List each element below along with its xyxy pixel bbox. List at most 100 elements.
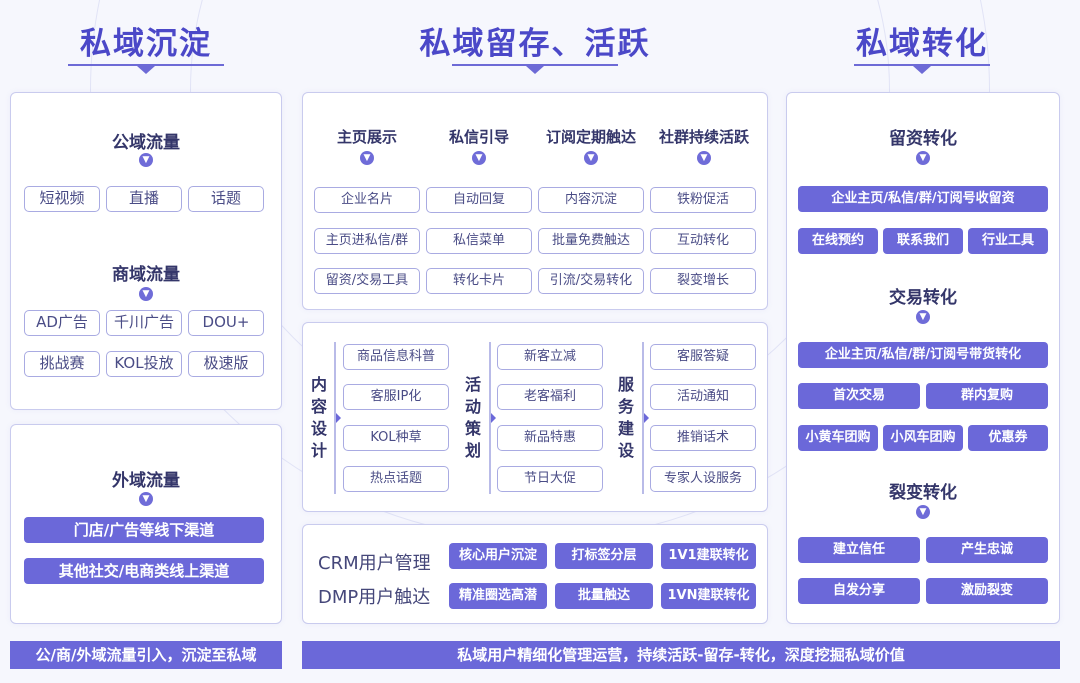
community-item: 互动转化 — [650, 228, 756, 254]
fission-conversion-item: 自发分享 — [798, 578, 920, 604]
crm-item: 核心用户沉淀 — [449, 543, 547, 569]
lead-conversion-item: 联系我们 — [883, 228, 963, 254]
public-traffic-item: 短视频 — [24, 186, 100, 212]
chevron-down-icon: ▼ — [139, 153, 153, 167]
dm-guide-item: 自动回复 — [426, 187, 532, 213]
trade-conversion-item: 群内复购 — [926, 383, 1048, 409]
event-planning-item: 新客立减 — [497, 344, 603, 370]
event-planning-item: 新品特惠 — [497, 425, 603, 451]
subscription-item: 引流/交易转化 — [538, 268, 644, 294]
subscription-item: 批量免费触达 — [538, 228, 644, 254]
chevron-down-icon: ▼ — [916, 151, 930, 165]
group-label-text: 服务建设 — [617, 375, 634, 460]
footer-right-banner: 私域用户精细化管理运营，持续活跃-留存-转化，深度挖掘私域价值 — [302, 641, 1060, 669]
content-design-item: 客服IP化 — [343, 384, 449, 410]
group-label-event-planning: 活动策划 — [462, 374, 484, 462]
commercial-traffic-item: KOL投放 — [106, 351, 182, 377]
crm-item: 1V1建联转化 — [661, 543, 756, 569]
section-head-commercial-traffic: 商域流量 — [112, 265, 180, 285]
arrow-right-icon — [336, 413, 341, 423]
chevron-down-icon: ▼ — [139, 287, 153, 301]
chevron-down-icon: ▼ — [697, 151, 711, 165]
trade-conversion-item: 首次交易 — [798, 383, 920, 409]
commercial-traffic-item: AD广告 — [24, 310, 100, 336]
column-head-subscription: 订阅定期触达 — [545, 128, 636, 146]
external-traffic-item: 其他社交/电商类线上渠道 — [24, 558, 264, 584]
chevron-down-icon: ▼ — [916, 310, 930, 324]
dm-guide-item: 私信菜单 — [426, 228, 532, 254]
group-bracket — [489, 342, 491, 494]
fission-conversion-item: 激励裂变 — [926, 578, 1048, 604]
title-middle-pointer — [526, 66, 544, 74]
dmp-item: 精准圈选高潜 — [449, 583, 547, 609]
arrow-right-icon — [644, 413, 649, 423]
event-planning-item: 节日大促 — [497, 466, 603, 492]
column-head-dm-guide: 私信引导 — [448, 128, 509, 146]
crm-item: 打标签分层 — [555, 543, 653, 569]
column-head-homepage: 主页展示 — [336, 128, 397, 146]
commercial-traffic-item: 极速版 — [188, 351, 264, 377]
group-bracket — [334, 342, 336, 494]
chevron-down-icon: ▼ — [916, 505, 930, 519]
group-label-text: 活动策划 — [464, 375, 481, 460]
column-head-community: 社群持续活跃 — [658, 128, 749, 146]
chevron-down-icon: ▼ — [360, 151, 374, 165]
homepage-item: 主页进私信/群 — [314, 228, 420, 254]
lead-conversion-wide: 企业主页/私信/群/订阅号收留资 — [798, 186, 1048, 212]
commercial-traffic-item: 千川广告 — [106, 310, 182, 336]
lead-conversion-item: 行业工具 — [968, 228, 1048, 254]
crm-label: CRM用户管理 — [318, 553, 431, 574]
title-middle: 私域留存、活跃 — [419, 26, 651, 62]
arrow-right-icon — [491, 413, 496, 423]
content-design-item: KOL种草 — [343, 425, 449, 451]
commercial-traffic-item: 挑战赛 — [24, 351, 100, 377]
title-middle-underline — [452, 64, 618, 66]
chevron-down-icon: ▼ — [472, 151, 486, 165]
community-item: 裂变增长 — [650, 268, 756, 294]
section-head-public-traffic: 公域流量 — [112, 133, 180, 153]
group-label-content-design: 内容设计 — [308, 374, 330, 462]
homepage-item: 企业名片 — [314, 187, 420, 213]
title-left: 私域沉淀 — [80, 26, 212, 62]
title-left-underline — [68, 64, 224, 66]
commercial-traffic-item: DOU+ — [188, 310, 264, 336]
service-building-item: 推销话术 — [650, 425, 756, 451]
content-design-item: 热点话题 — [343, 466, 449, 492]
dmp-item: 批量触达 — [555, 583, 653, 609]
public-traffic-item: 话题 — [188, 186, 264, 212]
trade-conversion-item: 小风车团购 — [883, 425, 963, 451]
content-design-item: 商品信息科普 — [343, 344, 449, 370]
group-label-service-building: 服务建设 — [615, 374, 637, 462]
group-bracket — [642, 342, 644, 494]
title-left-pointer — [137, 66, 155, 74]
group-label-text: 内容设计 — [310, 375, 327, 460]
fission-conversion-item: 建立信任 — [798, 537, 920, 563]
service-building-item: 活动通知 — [650, 384, 756, 410]
footer-left-banner: 公/商/外域流量引入，沉淀至私域 — [10, 641, 282, 669]
service-building-item: 客服答疑 — [650, 344, 756, 370]
title-right-underline — [854, 64, 990, 66]
title-right-pointer — [913, 66, 931, 74]
chevron-down-icon: ▼ — [584, 151, 598, 165]
dm-guide-item: 转化卡片 — [426, 268, 532, 294]
external-traffic-item: 门店/广告等线下渠道 — [24, 517, 264, 543]
trade-conversion-wide: 企业主页/私信/群/订阅号带货转化 — [798, 342, 1048, 368]
section-head-trade-conversion: 交易转化 — [889, 288, 957, 308]
section-head-fission-conversion: 裂变转化 — [889, 483, 957, 503]
fission-conversion-item: 产生忠诚 — [926, 537, 1048, 563]
dmp-label: DMP用户触达 — [318, 587, 431, 608]
subscription-item: 内容沉淀 — [538, 187, 644, 213]
chevron-down-icon: ▼ — [139, 492, 153, 506]
event-planning-item: 老客福利 — [497, 384, 603, 410]
trade-conversion-item: 小黄车团购 — [798, 425, 878, 451]
trade-conversion-item: 优惠券 — [968, 425, 1048, 451]
section-head-lead-conversion: 留资转化 — [889, 129, 957, 149]
community-item: 铁粉促活 — [650, 187, 756, 213]
dmp-item: 1VN建联转化 — [661, 583, 756, 609]
homepage-item: 留资/交易工具 — [314, 268, 420, 294]
public-traffic-item: 直播 — [106, 186, 182, 212]
title-right: 私域转化 — [856, 26, 988, 62]
section-head-external-traffic: 外域流量 — [112, 471, 180, 491]
service-building-item: 专家人设服务 — [650, 466, 756, 492]
lead-conversion-item: 在线预约 — [798, 228, 878, 254]
